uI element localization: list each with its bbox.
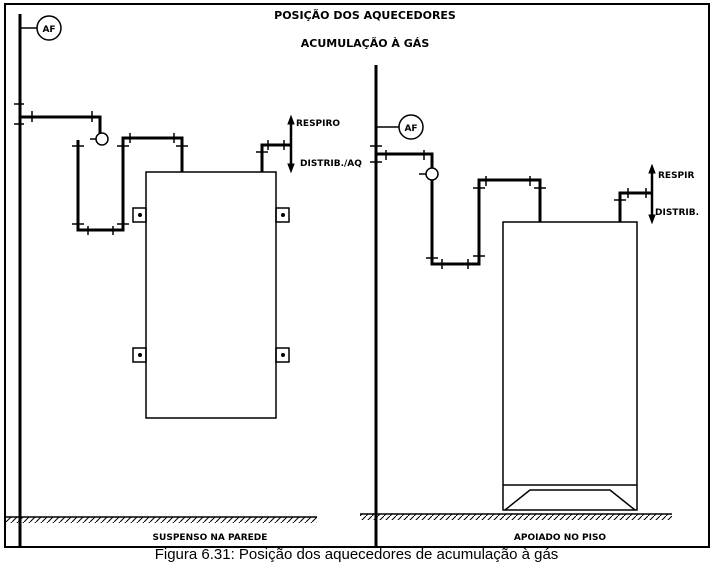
af-meter-icon — [36, 15, 62, 41]
right-distrib-label: DISTRIB. — [655, 208, 699, 218]
right-af-label: AF — [404, 124, 417, 134]
gas-pipe — [376, 152, 434, 168]
valve-icon — [95, 132, 109, 146]
af-meter-icon — [398, 114, 424, 140]
heater-tank — [502, 221, 638, 511]
left-distrib-label: DISTRIB./AQ — [300, 159, 362, 169]
diagram-subtitle: ACUMULAÇÃO À GÁS — [301, 37, 430, 50]
left-wall-mounted — [5, 14, 317, 547]
left-respiro-label: RESPIRO — [296, 119, 340, 129]
left-caption-label: SUSPENSO NA PAREDE — [153, 533, 268, 543]
left-af-label: AF — [42, 25, 55, 35]
gas-pipe — [20, 115, 102, 133]
right-respiro-label: RESPIR — [658, 171, 695, 181]
frame — [4, 3, 710, 548]
diagram-title: POSIÇÃO DOS AQUECEDORES — [274, 9, 456, 22]
heater-tank — [145, 171, 277, 419]
right-caption-label: APOIADO NO PISO — [514, 533, 607, 543]
valve-icon — [425, 167, 439, 181]
tank-stand — [504, 489, 636, 511]
right-floor-standing — [360, 65, 672, 547]
